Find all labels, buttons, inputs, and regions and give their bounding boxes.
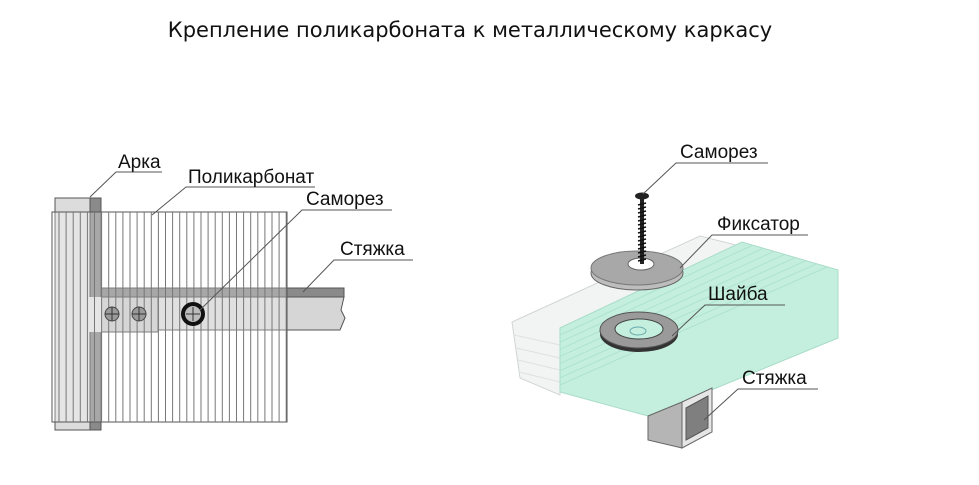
- label-arch: Арка: [118, 152, 161, 173]
- sheet-rib: [559, 253, 785, 357]
- screw-thread: [637, 246, 647, 250]
- leader-line: [679, 234, 808, 269]
- page-title: Крепление поликарбоната к металлическому…: [167, 18, 773, 42]
- label-tie: Стяжка: [340, 239, 405, 260]
- screw-thread: [637, 250, 647, 254]
- right-diagram: Саморез Фиксатор Шайба Стяжка: [511, 142, 839, 449]
- screw-thread: [637, 202, 647, 206]
- screw-thread: [637, 258, 647, 262]
- bolt-icon: [131, 306, 147, 322]
- label-screw-right: Саморез: [680, 142, 758, 163]
- fixator: [590, 250, 684, 291]
- leader-line: [151, 186, 315, 216]
- screw-thread: [637, 242, 647, 246]
- screw-thread: [637, 214, 647, 218]
- label-fixator: Фиксатор: [717, 214, 800, 235]
- sheet-rib: [559, 247, 764, 343]
- sheet-rib: [559, 266, 828, 386]
- sheet-rib: [559, 260, 807, 372]
- screw-thread: [637, 210, 647, 214]
- label-screw: Саморез: [306, 189, 384, 210]
- screw-thread: [637, 226, 647, 230]
- label-washer: Шайба: [708, 284, 768, 305]
- sheet-rib: [559, 244, 753, 336]
- leader-line: [703, 388, 818, 421]
- leader-line: [199, 209, 392, 311]
- leader-line: [89, 171, 162, 198]
- screw-thread: [637, 238, 647, 242]
- sheet-rib: [559, 257, 796, 365]
- screw-with-washer-icon: [181, 302, 205, 326]
- screw-thread: [637, 254, 647, 258]
- screw-thread: [637, 218, 647, 222]
- tie-tube: [647, 387, 713, 449]
- left-diagram: Арка Поликарбонат Саморез Стяжка: [51, 152, 413, 431]
- sheet-rib: [559, 250, 775, 350]
- leader-line: [302, 259, 413, 293]
- screw-thread: [637, 222, 647, 226]
- screw-thread: [637, 230, 647, 234]
- label-polycarbonate: Поликарбонат: [188, 167, 314, 188]
- screw-thread: [637, 234, 647, 238]
- self-tapping-screw-icon: [635, 192, 649, 264]
- leader-line: [671, 304, 785, 337]
- polycarbonate-sheet: [51, 211, 288, 423]
- leader-line: [642, 162, 768, 195]
- washer: [599, 311, 679, 352]
- screw-thread: [637, 206, 647, 210]
- label-tie-right: Стяжка: [742, 368, 807, 389]
- bolt-icon: [104, 306, 120, 322]
